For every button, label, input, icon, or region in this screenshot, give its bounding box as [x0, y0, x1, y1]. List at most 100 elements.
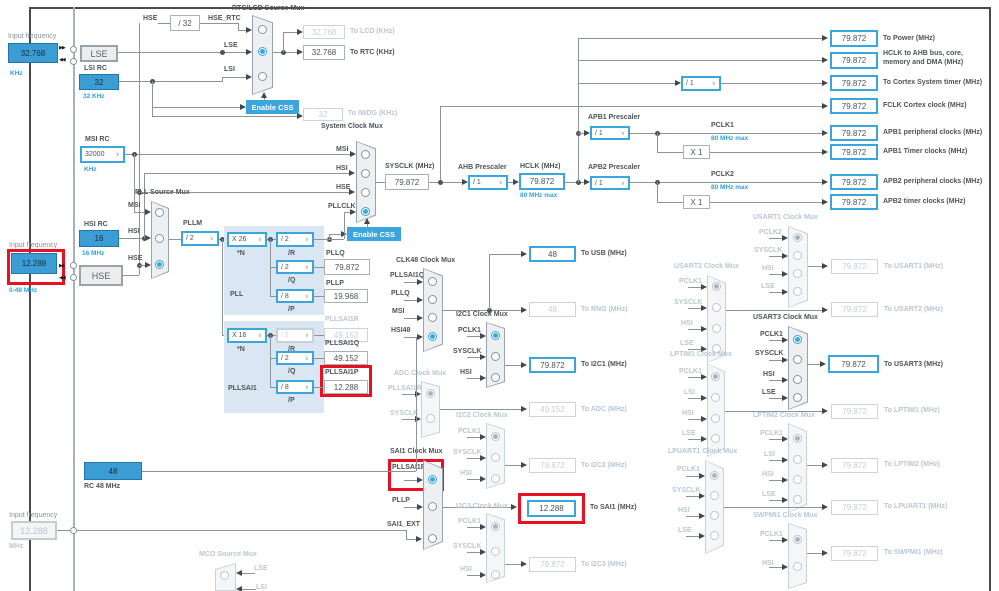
- wire: [686, 536, 700, 537]
- arrowhead: [480, 375, 486, 381]
- mco-mux-title: MCO Source Mux: [199, 551, 257, 558]
- hse-rtc-divider-box: / 32: [170, 15, 200, 31]
- pll-name: PLL: [230, 291, 244, 298]
- sys-mux-radio-pllclk[interactable]: [361, 207, 370, 216]
- pll-r-select[interactable]: / 2∨: [276, 232, 314, 247]
- usart3-mux-radio-sysclk[interactable]: [793, 355, 802, 364]
- sai1-mux-radio-pllsai1p[interactable]: [428, 475, 437, 484]
- sai-input-frequency-field[interactable]: 12.288: [11, 521, 57, 540]
- wire: [578, 60, 824, 61]
- i2c3-mux-radio-sysclk[interactable]: [491, 547, 500, 556]
- rtc-mux-radio-hse-rtc[interactable]: [258, 25, 267, 34]
- sys-mux-radio-msi[interactable]: [361, 150, 370, 159]
- pll-q-select[interactable]: / 2∨: [276, 260, 314, 274]
- apb1-timer-value[interactable]: 79.872: [830, 144, 878, 160]
- i2c1-mux-radio-sysclk[interactable]: [491, 352, 500, 361]
- lpuart1-mux-radio-hsi[interactable]: [710, 511, 719, 520]
- hse-input-frequency-field[interactable]: 12.288: [11, 253, 57, 274]
- lpuart1-mux-radio-sysclk[interactable]: [710, 491, 719, 500]
- apb2-prescaler-select[interactable]: / 1∨: [590, 176, 630, 190]
- lse-input-frequency-field[interactable]: 32.768: [8, 43, 58, 63]
- sai-n-select[interactable]: X 16∨: [227, 328, 267, 343]
- sysclk-value[interactable]: 79.872: [385, 174, 429, 190]
- sys-mux-radio-hse[interactable]: [361, 188, 370, 197]
- pll-mux-radio-msi[interactable]: [155, 208, 164, 217]
- ahb-prescaler-select[interactable]: / 1∨: [468, 175, 508, 190]
- usart2-mux-radio-sysclk[interactable]: [712, 303, 721, 312]
- i2c1-clock-value[interactable]: 79.872: [529, 357, 576, 373]
- lptim2-mux-radio-lsi[interactable]: [793, 455, 802, 464]
- lptim1-mux-radio-lse[interactable]: [711, 434, 720, 443]
- usart1-mux-radio-sysclk[interactable]: [793, 251, 802, 260]
- lptim2-mux-radio-pclk1[interactable]: [793, 434, 802, 443]
- adc-mux-radio-pllsai1r[interactable]: [426, 389, 435, 398]
- i2c1-mux-radio-hsi[interactable]: [491, 373, 500, 382]
- msi-rc-select[interactable]: 32000∨: [80, 146, 125, 163]
- cortex-timer-value[interactable]: 79.872: [830, 75, 878, 91]
- rtc-enable-css-button[interactable]: Enable CSS: [246, 100, 299, 114]
- pllm-select[interactable]: / 2∨: [181, 231, 219, 246]
- apb1-peripheral-value[interactable]: 79.872: [830, 125, 878, 141]
- clk48-mux-radio-hsi48[interactable]: [428, 332, 437, 341]
- i2c3-mux-radio-hsi[interactable]: [491, 570, 500, 579]
- clk48-mux-radio-pllsai1q[interactable]: [428, 277, 437, 286]
- adc-mux-radio-sysclk[interactable]: [426, 414, 435, 423]
- arrowhead: [822, 130, 828, 136]
- sai-p-select[interactable]: / 8∨: [276, 380, 314, 394]
- usart3-mux-radio-hsi[interactable]: [793, 375, 802, 384]
- wire: [314, 358, 324, 359]
- sys-enable-css-button[interactable]: Enable CSS: [347, 227, 401, 241]
- i2c2-mux-radio-sysclk[interactable]: [491, 453, 500, 462]
- fclk-value[interactable]: 79.872: [830, 98, 878, 114]
- hclk-ahb-value[interactable]: 79.872: [830, 52, 878, 69]
- lptim1-mux-radio-lsi[interactable]: [711, 393, 720, 402]
- rtc-mux-radio-lsi[interactable]: [258, 72, 267, 81]
- sai1-mux-radio-sai1ext[interactable]: [428, 534, 437, 543]
- lptim2-mux-radio-lse[interactable]: [793, 495, 802, 504]
- usart3-mux-radio-lse[interactable]: [793, 393, 802, 402]
- apb1-prescaler-label: APB1 Prescaler: [588, 114, 641, 121]
- usart1-mux-radio-lse[interactable]: [793, 287, 802, 296]
- i2c2-mux-radio-pclk1[interactable]: [491, 432, 500, 441]
- power-clock-value[interactable]: 79.872: [830, 30, 878, 47]
- usart1-mux-radio-pclk2[interactable]: [793, 233, 802, 242]
- apb1-prescaler-select[interactable]: / 1∨: [590, 126, 630, 140]
- hclk-value[interactable]: 79.872: [519, 173, 565, 190]
- lptim1-mux-radio-hsi[interactable]: [711, 414, 720, 423]
- lptim1-mux-radio-pclk1[interactable]: [711, 372, 720, 381]
- pll-n-select[interactable]: X 26∨: [227, 232, 267, 247]
- sai-r-select[interactable]: / 2∨: [276, 328, 314, 343]
- usart3-mux-radio-pclk1[interactable]: [793, 335, 802, 344]
- usart1-mux-radio-hsi[interactable]: [793, 269, 802, 278]
- usb-clock-value[interactable]: 48: [529, 246, 576, 262]
- i2c1-mux-radio-pclk1[interactable]: [491, 331, 500, 340]
- clk48-mux-radio-pllq[interactable]: [428, 295, 437, 304]
- rtc-mux-radio-lse[interactable]: [258, 47, 267, 56]
- cortex-prescaler-select[interactable]: / 1∨: [681, 76, 721, 91]
- sai1-mux-radio-pllp[interactable]: [428, 502, 437, 511]
- usart2-mux-radio-lse[interactable]: [712, 344, 721, 353]
- usart2-mux-radio-hsi[interactable]: [712, 324, 721, 333]
- lpuart1-mux-radio-pclk1[interactable]: [710, 471, 719, 480]
- swpmi1-mux-radio-pclk1[interactable]: [793, 535, 802, 544]
- pll-mux-radio-hse[interactable]: [155, 260, 164, 269]
- i2c2-mux-radio-hsi[interactable]: [491, 474, 500, 483]
- apb2-timer-value[interactable]: 79.872: [830, 194, 878, 210]
- usart2-mux-radio-pclk1[interactable]: [712, 282, 721, 291]
- pll-mux-radio-hsi[interactable]: [155, 234, 164, 243]
- pll-p-select[interactable]: / 8∨: [276, 289, 314, 303]
- mco-mux-radio-lse[interactable]: [220, 571, 229, 580]
- sai1-clock-value[interactable]: 12.288: [527, 500, 576, 517]
- lpuart1-mux-radio-lse[interactable]: [710, 531, 719, 540]
- usart3-clock-value[interactable]: 79.872: [828, 355, 879, 373]
- rtc-clock-value[interactable]: 32.768: [303, 45, 345, 60]
- sys-mux-radio-hsi[interactable]: [361, 169, 370, 178]
- swpmi1-mux-radio-hsi[interactable]: [793, 562, 802, 571]
- lptim1-pclk1-label: PCLK1: [679, 368, 702, 375]
- lptim2-mux-radio-hsi[interactable]: [793, 475, 802, 484]
- i2c3-mux-radio-pclk1[interactable]: [491, 522, 500, 531]
- sai-q-select[interactable]: / 2∨: [276, 351, 314, 365]
- clk48-mux-radio-msi[interactable]: [428, 313, 437, 322]
- apb2-peripheral-value[interactable]: 79.872: [830, 174, 878, 190]
- lsi-wire-label: LSI: [224, 66, 235, 73]
